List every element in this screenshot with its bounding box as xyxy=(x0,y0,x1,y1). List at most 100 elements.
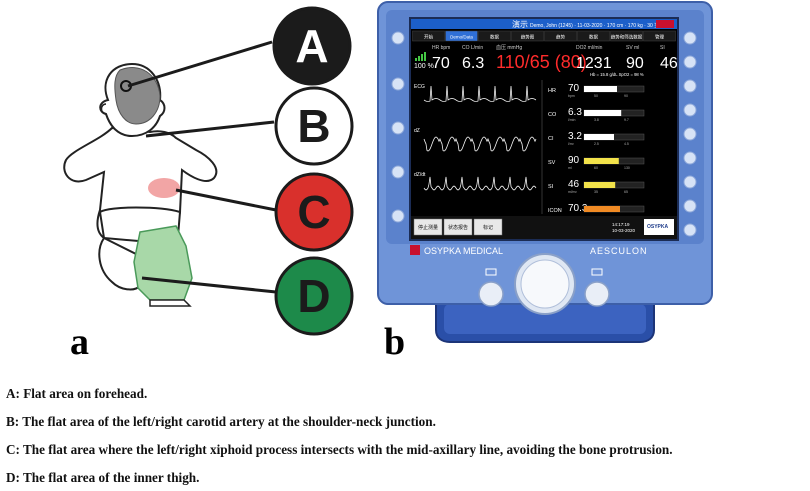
vital-label: CO L/min xyxy=(462,45,483,51)
rotary-knob-cap xyxy=(520,259,570,309)
screen-bottom-button-2[interactable]: 标记 xyxy=(473,218,503,236)
marker-a: A xyxy=(272,6,352,86)
screen-tab-7[interactable]: 管理 xyxy=(643,30,676,42)
screen-tab-1[interactable]: Demo/Data xyxy=(445,30,478,42)
waveform-trace xyxy=(423,85,537,102)
screen-tab-6[interactable]: 趋势和筛选数据 xyxy=(610,30,643,42)
param-tick-high: 130 xyxy=(624,166,630,170)
brand-logo-mark xyxy=(410,245,420,255)
screen-tab-0[interactable]: 开始 xyxy=(412,30,445,42)
monitor-icon xyxy=(485,268,497,276)
vital-label: DO2 ml/min xyxy=(576,45,603,51)
screen-tab-5[interactable]: 数据 xyxy=(577,30,610,42)
marker-letter-c: C xyxy=(297,186,330,238)
panel-a-label: a xyxy=(70,321,89,363)
site-markers: A B C D xyxy=(272,6,354,336)
right-softkey-1[interactable] xyxy=(683,31,697,45)
right-softkey-6[interactable] xyxy=(683,151,697,165)
param-tick-low: 35 xyxy=(594,190,598,194)
right-softkey-3[interactable] xyxy=(683,79,697,93)
save-button[interactable] xyxy=(584,281,610,307)
thigh-site-d xyxy=(133,225,193,301)
screen-tab-row: 开始 Demo/Data 数据 趋势图 趋势 数据 趋势和筛选数据 管理 xyxy=(412,30,676,42)
right-softkey-8[interactable] xyxy=(683,199,697,213)
vital-value: 46 xyxy=(660,55,678,72)
screen-tab-2[interactable]: 数据 xyxy=(478,30,511,42)
right-softkey-5[interactable] xyxy=(683,127,697,141)
param-unit: bpm xyxy=(568,94,575,98)
screen-bottom-button-0[interactable]: 停止测量 xyxy=(413,218,443,236)
screen-tab-label: 管理 xyxy=(655,34,664,41)
param-name: CI xyxy=(548,136,554,142)
vital-value: 1231 xyxy=(576,55,612,72)
param-tick-high: 90 xyxy=(624,94,628,98)
screen-bottom-buttons: 停止测量状态报告标记 xyxy=(413,218,503,236)
screen-topbar xyxy=(411,19,677,29)
screen-osypka-logo xyxy=(644,219,674,235)
param-value: 46 xyxy=(568,179,580,190)
param-tick-high: 4.5 xyxy=(624,142,629,146)
waveform-2: dZ/dt xyxy=(414,172,537,191)
param-name: SI xyxy=(548,184,554,190)
brand-left: OSYPKA MEDICAL xyxy=(424,246,503,256)
caption-b: B: The flat area of the left/right carot… xyxy=(6,414,436,429)
left-softkey-1[interactable] xyxy=(391,31,405,45)
vital-value: 90 xyxy=(626,55,644,72)
marker-letter-b: B xyxy=(297,100,330,152)
marker-d: D xyxy=(274,256,354,336)
brand-strip xyxy=(386,244,704,258)
marker-letter-d: D xyxy=(297,270,330,322)
param-name: ICON xyxy=(548,208,562,214)
left-softkey-5[interactable] xyxy=(391,209,405,223)
waveform-1: dZ xyxy=(414,128,537,152)
screen-tab-label: 数据 xyxy=(589,34,598,41)
marker-c: C xyxy=(274,172,354,252)
param-bar-fill xyxy=(584,134,614,140)
caption-a: A: Flat area on forehead. xyxy=(6,386,148,401)
waveform-trace xyxy=(423,136,537,152)
param-value: 70.3 xyxy=(568,203,588,214)
vital-label: SI xyxy=(660,45,665,51)
screen-tab-4[interactable]: 趋势 xyxy=(544,30,577,42)
screen-bottom-button-1[interactable]: 状态报告 xyxy=(443,218,473,236)
screen-corner-logo xyxy=(656,20,674,28)
battery-value: 100 % xyxy=(414,63,434,70)
screen-tab-label: Demo/Data xyxy=(450,35,473,40)
left-softkey-3[interactable] xyxy=(391,121,405,135)
menu-button[interactable] xyxy=(478,281,504,307)
vital-value: 110/65 (80) xyxy=(496,52,587,72)
left-softkey-2[interactable] xyxy=(391,77,405,91)
param-bar-fill xyxy=(584,110,622,116)
param-unit: ml xyxy=(568,166,572,170)
param-unit: ml/m² xyxy=(568,190,578,194)
leader-line-b xyxy=(145,120,275,138)
left-softkeys xyxy=(391,31,405,223)
leader-line-d xyxy=(141,276,277,294)
vital-label: 血压 mmHg xyxy=(496,44,522,51)
waveform-trace xyxy=(423,176,537,191)
leader-lines xyxy=(127,40,277,294)
left-softkey-4[interactable] xyxy=(391,165,405,179)
screen-tab-label: 趋势图 xyxy=(521,34,535,41)
marker-letter-a: A xyxy=(295,20,328,72)
right-softkey-9[interactable] xyxy=(683,223,697,237)
right-softkey-4[interactable] xyxy=(683,103,697,117)
screen-tab-3[interactable]: 趋势图 xyxy=(511,30,544,42)
right-softkey-2[interactable] xyxy=(683,55,697,69)
waveform-label: dZ xyxy=(414,128,420,134)
chest-site-c xyxy=(148,178,180,198)
param-tick-low: 3.8 xyxy=(594,118,599,122)
brand-right: AESCULON xyxy=(590,246,648,256)
right-softkey-7[interactable] xyxy=(683,175,697,189)
caption-c: C: The flat area where the left/right xi… xyxy=(6,442,673,457)
leader-line-a xyxy=(127,40,273,88)
